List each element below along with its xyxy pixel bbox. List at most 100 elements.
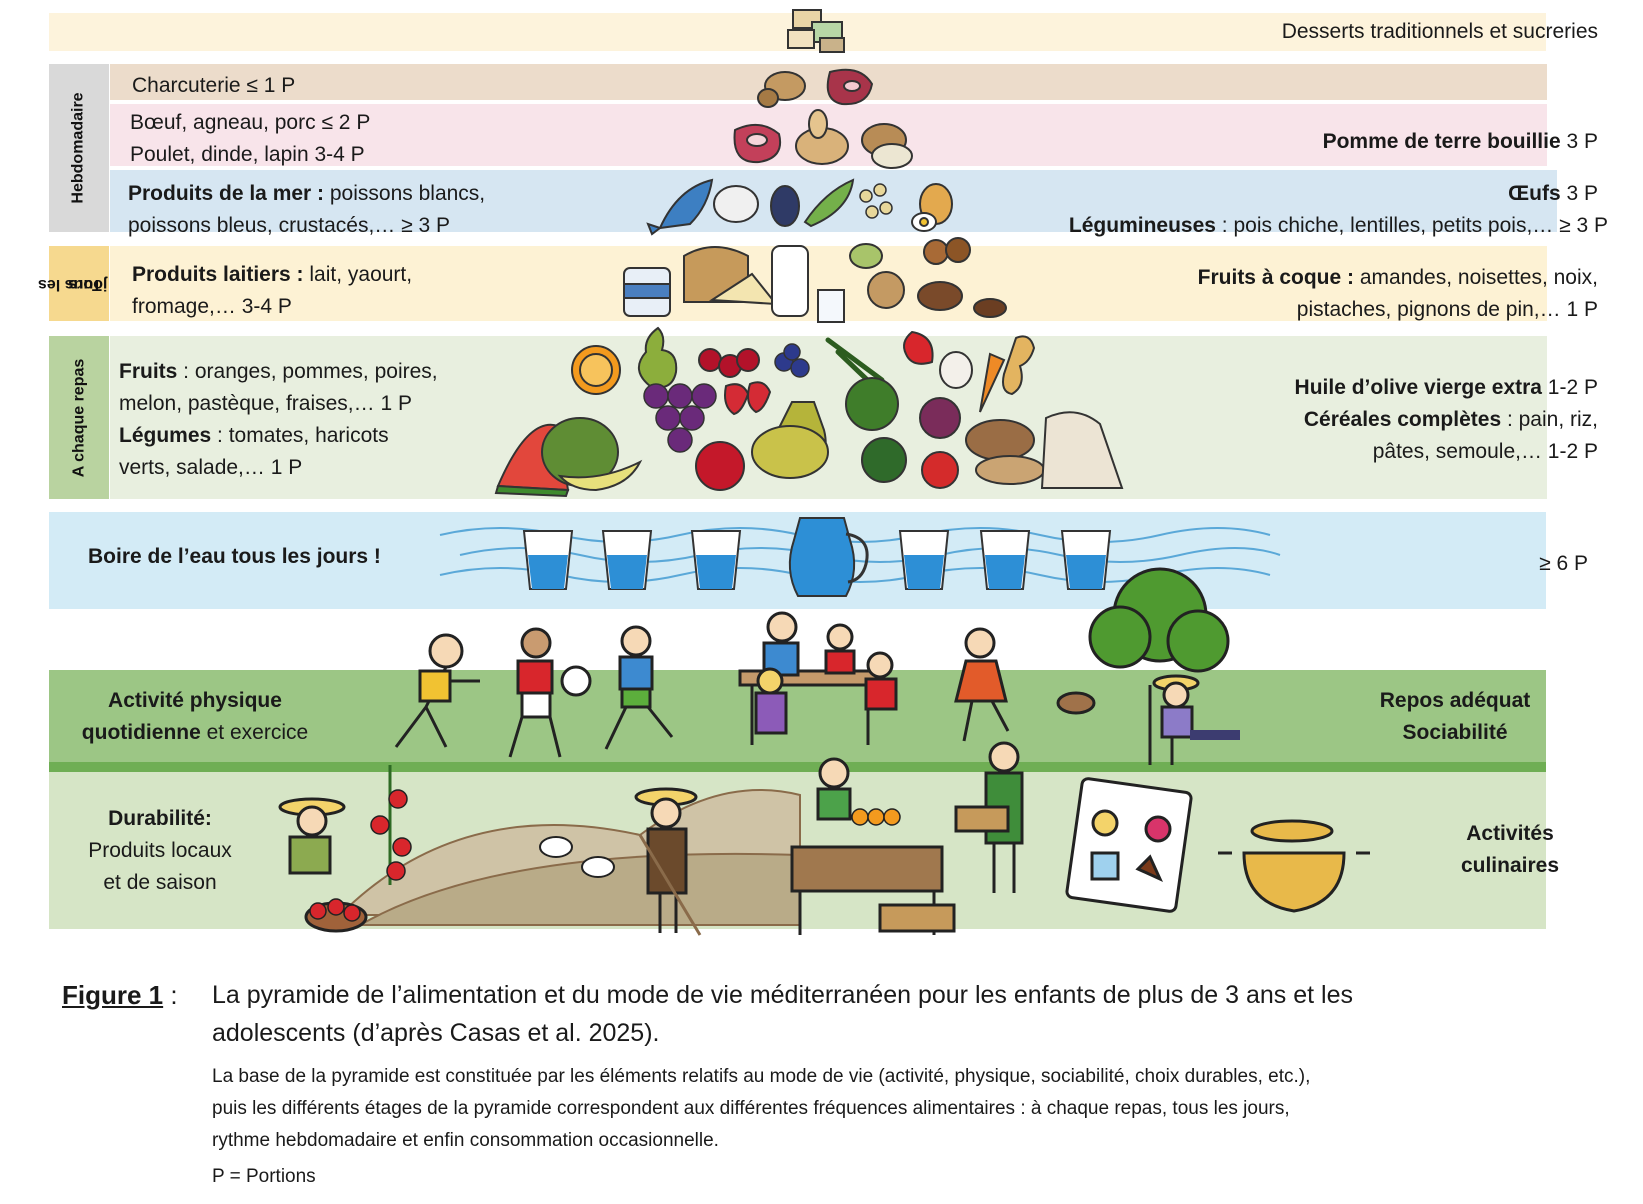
clam-icon <box>713 185 759 223</box>
hazelnut-icon <box>923 237 971 265</box>
seafood-label-line2: poissons bleus, crustacés,… ≥ 3 P <box>128 214 451 237</box>
rice-sack-icon <box>1040 411 1124 489</box>
cereals-rest: : pain, riz, <box>1501 408 1598 431</box>
rest-sociability-label: Repos adéquat Sociabilité <box>1320 685 1590 749</box>
sausage-icon <box>757 71 806 108</box>
dairy-bold: Produits laitiers : <box>132 263 304 286</box>
potato-icon <box>861 123 913 169</box>
figure-label-sep: : <box>163 980 178 1010</box>
blueberry-icon <box>774 343 810 378</box>
steak-icon <box>733 123 781 164</box>
weekly-side-label-box <box>49 64 109 232</box>
water-portions: ≥ 6 P <box>1539 552 1588 575</box>
cereals-bold: Céréales complètes <box>1303 408 1502 431</box>
vegetables-label-line2: verts, salade,… 1 P <box>119 456 303 479</box>
nuts-label: Fruits à coque : amandes, noisettes, noi… <box>1198 262 1598 294</box>
bread-icon <box>965 419 1045 485</box>
eggs-portion: 3 P <box>1560 182 1598 205</box>
children-activity-icon <box>394 625 674 758</box>
lifestyle-illustration <box>278 567 1370 936</box>
olive-oil-icon <box>751 401 829 479</box>
almond-icon <box>917 281 1007 318</box>
eggs-bold: Œufs <box>1508 182 1561 205</box>
activity-label: Activité physique quotidienne et exercic… <box>60 685 330 749</box>
nuts-rest: amandes, noisettes, noix, <box>1354 266 1598 289</box>
water-glass-icon <box>690 530 742 590</box>
water-glass-icon <box>601 530 653 590</box>
dairy-label-line2: fromage,… 3-4 P <box>132 295 292 318</box>
water-glass-icon <box>1060 530 1112 590</box>
eggs-label: Œufs 3 P <box>1508 178 1598 210</box>
sustainability-line2: et de saison <box>103 871 217 894</box>
seafood-bold: Produits de la mer : <box>128 182 325 205</box>
sheep-icon <box>539 836 615 878</box>
chickpea-icon <box>859 183 893 219</box>
each-meal-side-label-box <box>49 336 109 499</box>
farmer-icon <box>634 787 702 936</box>
vegetables-rest: : tomates, haricots <box>211 424 389 447</box>
caption-title-line2: adolescents (d’après Casas et al. 2025). <box>212 1019 660 1047</box>
each-meal-band <box>110 336 1547 499</box>
carrot-icon <box>979 352 1006 413</box>
peas-icon <box>803 178 855 228</box>
egg-icon <box>911 183 953 232</box>
water-glass-icon <box>979 530 1031 590</box>
legumes-rest: : pois chiche, lentilles, petits pois,… … <box>1215 214 1608 237</box>
potato-portion: 3 P <box>1560 130 1598 153</box>
legumes-bold: Légumineuses <box>1068 214 1216 237</box>
cooking-line1: Activités <box>1466 822 1554 845</box>
girl-with-dog-icon <box>954 627 1096 742</box>
broccoli-icon <box>861 437 907 483</box>
pistachio-icon <box>849 243 883 269</box>
apple-icon <box>695 441 745 491</box>
rest-label: Repos adéquat <box>1379 689 1531 712</box>
tomato-icon <box>921 451 959 489</box>
cereals-label-line2: pâtes, semoule,… 1-2 P <box>1372 440 1598 463</box>
dairy-label: Produits laitiers : lait, yaourt, <box>132 259 412 291</box>
water-glass-icon <box>522 530 574 590</box>
family-meal-icon <box>738 611 898 745</box>
legumes-label: Légumineuses : pois chiche, lentilles, p… <box>1069 210 1608 242</box>
season-calendar-icon <box>1065 777 1193 913</box>
vegetables-label: Légumes : tomates, haricots <box>119 420 389 452</box>
garden-hills-icon <box>337 789 801 926</box>
sustainability-title: Durabilité: <box>108 807 212 830</box>
olive-oil-portion: 1-2 P <box>1541 376 1598 399</box>
poultry-label: Poulet, dinde, lapin 3-4 P <box>130 143 365 166</box>
nuts-label-line2: pistaches, pignons de pin,… 1 P <box>1296 298 1598 321</box>
water-glass-icon <box>898 530 950 590</box>
daily-side-label-box <box>49 246 109 321</box>
nuts-bold: Fruits à coque : <box>1197 266 1355 289</box>
onion-icon <box>919 397 961 439</box>
activity-bold-2: quotidienne <box>81 721 201 744</box>
activity-bold-1: Activité physique <box>108 689 282 712</box>
ham-icon <box>826 68 874 106</box>
pear-icon <box>638 326 678 389</box>
sweets-icon <box>787 9 845 53</box>
sustainability-line1: Produits locaux <box>88 839 232 862</box>
cooking-pot-icon <box>1218 819 1370 913</box>
market-icon <box>790 757 956 935</box>
caption-body-line2: puis les différents étages de la pyramid… <box>212 1098 1290 1119</box>
activity-rest: et exercice <box>200 721 309 744</box>
sociability-label: Sociabilité <box>1402 721 1508 744</box>
potato-bold: Pomme de terre bouillie <box>1322 130 1561 153</box>
seafood-rest: poissons blancs, <box>324 182 486 205</box>
olive-oil-label: Huile d’olive vierge extra 1-2 P <box>1295 372 1598 404</box>
yogurt-icon <box>623 267 671 317</box>
potato-label: Pomme de terre bouillie 3 P <box>1323 126 1598 158</box>
beef-label: Bœuf, agneau, porc ≤ 2 P <box>130 111 371 134</box>
seller-icon <box>954 741 1024 893</box>
garlic-icon <box>939 351 973 389</box>
seafood-label: Produits de la mer : poissons blancs, <box>128 178 485 210</box>
cooking-line2: culinaires <box>1460 854 1560 877</box>
caption-title-line1: La pyramide de l’alimentation et du mode… <box>212 981 1353 1009</box>
dairy-rest: lait, yaourt, <box>303 263 413 286</box>
grapes-icon <box>643 383 717 453</box>
fruits-label-line2: melon, pastèque, fraises,… 1 P <box>119 392 412 415</box>
tomato-plant-icon <box>370 765 412 885</box>
figure-label: Figure 1 <box>62 980 164 1010</box>
olive-oil-bold: Huile d’olive vierge extra <box>1294 376 1542 399</box>
fruits-bold: Fruits <box>119 360 178 383</box>
